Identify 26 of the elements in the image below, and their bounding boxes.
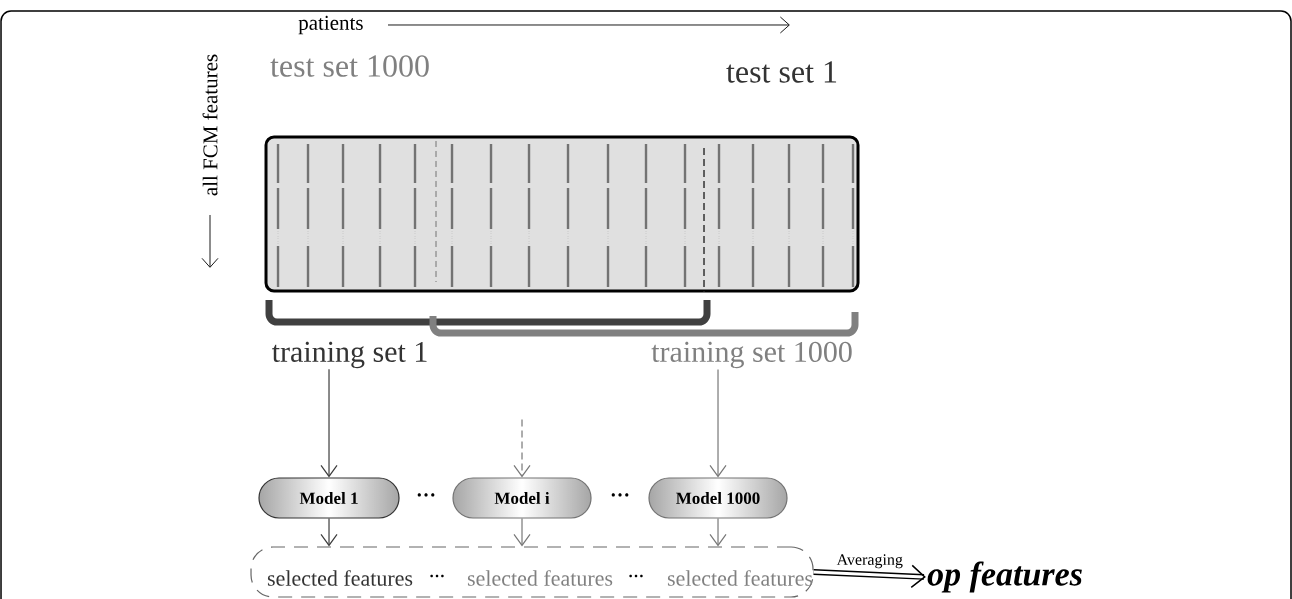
ellipsis: … (430, 574, 444, 578)
arrow (513, 518, 531, 547)
arrow (709, 518, 727, 547)
arrow (320, 368, 338, 478)
edge-label: Averaging (836, 554, 903, 569)
ellipsis: … (611, 493, 629, 497)
result-label: op features (927, 561, 1082, 593)
set-label: training set 1000 (651, 341, 852, 369)
arrow (813, 564, 926, 589)
model-pill: Model 1000 (648, 477, 788, 519)
set-label: test set 1 (726, 61, 837, 83)
arrow (513, 418, 531, 478)
arrow (320, 518, 338, 547)
model-pill: Model 1 (258, 477, 400, 519)
feature-label: selected features (267, 570, 413, 586)
feature-label: selected features (467, 570, 613, 586)
set-label: training set 1 (272, 341, 427, 369)
ellipsis: … (417, 493, 435, 497)
axis-label: all FCM features (202, 54, 218, 196)
feature-box (250, 546, 814, 598)
set-label: test set 1000 (270, 55, 429, 77)
feature-label: selected features (667, 570, 813, 586)
ellipsis: … (629, 574, 643, 578)
arrow (709, 368, 727, 478)
model-pill: Model i (452, 477, 592, 519)
axis-label: patients (298, 15, 363, 35)
